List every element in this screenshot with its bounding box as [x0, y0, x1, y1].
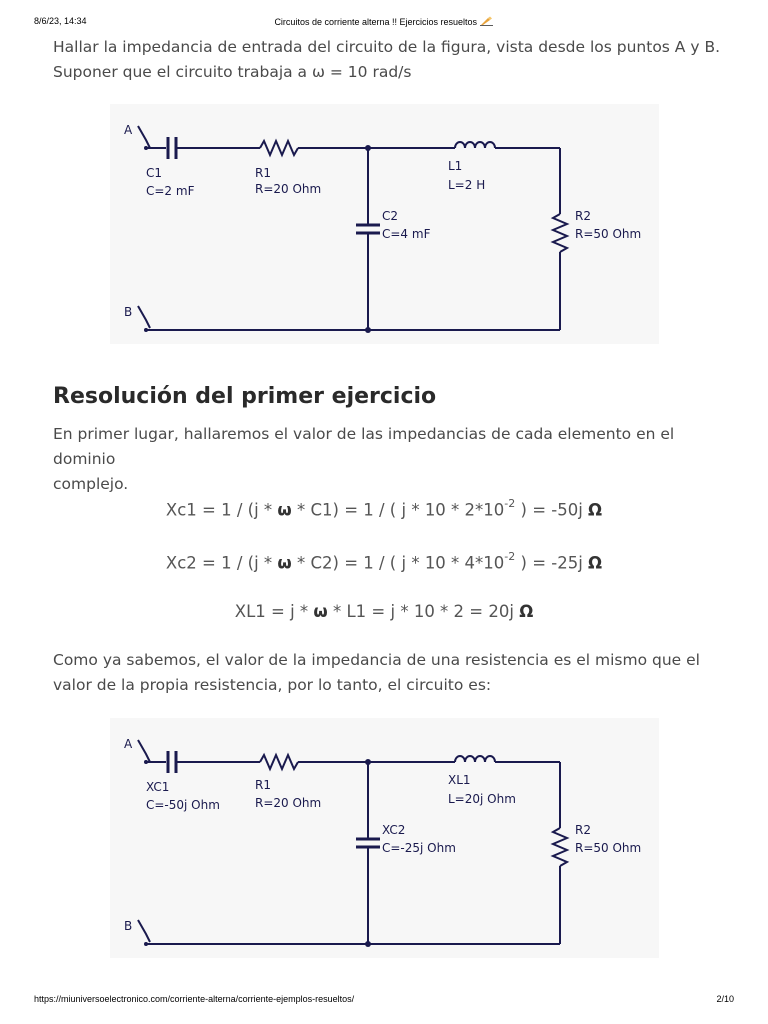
xc2-name: XC2 — [382, 823, 405, 837]
section-line-1: En primer lugar, hallaremos el valor de … — [53, 425, 675, 468]
circuit-diagram-1: A B C1 C=2 mF R1 R=20 Ohm L1 L=2 H C2 C=… — [124, 123, 641, 333]
omega-symbol: ω — [277, 553, 292, 573]
print-title: Circuitos de corriente alterna !! Ejerci… — [34, 16, 734, 27]
r1-value: R=20 Ohm — [255, 182, 321, 196]
formula-xl1-part-b: * L1 = j * 10 * 2 = 20j — [327, 602, 520, 621]
intro-line-2: Suponer que el circuito trabaja a ω = 10… — [53, 63, 412, 81]
xl1-name: XL1 — [448, 773, 471, 787]
xl1-value: L=20j Ohm — [448, 792, 516, 806]
c1-value: C=2 mF — [146, 184, 195, 198]
r1-name: R1 — [255, 166, 271, 180]
formula-xc1-part-c: ) = -50j — [515, 500, 589, 520]
r1-value: R=20 Ohm — [255, 796, 321, 810]
xc2-value: C=-25j Ohm — [382, 841, 456, 855]
xc1-name: XC1 — [146, 780, 169, 794]
circuit-figure-1: A B C1 C=2 mF R1 R=20 Ohm L1 L=2 H C2 C=… — [110, 104, 659, 344]
l1-value: L=2 H — [448, 178, 485, 192]
paragraph-2-line-1: Como ya sabemos, el valor de la impedanc… — [53, 651, 700, 669]
node-b-label: B — [124, 919, 132, 933]
formula-xc2-part-b: * C2) = 1 / ( j * 10 * 4*10 — [291, 553, 505, 573]
ohm-symbol: Ω — [588, 500, 603, 520]
formula-xc1: Xc1 = 1 / (j * ω * C1) = 1 / ( j * 10 * … — [0, 497, 768, 520]
r2-name: R2 — [575, 209, 591, 223]
page-url: https://miuniversoelectronico.com/corrie… — [34, 994, 355, 1004]
omega-symbol: ω — [277, 500, 292, 520]
omega-symbol: ω — [313, 602, 328, 621]
print-datetime: 8/6/23, 14:34 — [34, 16, 87, 26]
intro-line-1: Hallar la impedancia de entrada del circ… — [53, 38, 720, 56]
page-number: 2/10 — [716, 994, 734, 1004]
node-b-label: B — [124, 305, 132, 319]
formula-xc1-part-a: Xc1 = 1 / (j * — [165, 500, 278, 520]
node-a-label: A — [124, 737, 133, 751]
formula-xc2-exponent: -2 — [504, 550, 516, 563]
intro-paragraph: Hallar la impedancia de entrada del circ… — [53, 35, 733, 85]
ohm-symbol: Ω — [588, 553, 603, 573]
writing-hand-icon — [479, 16, 493, 26]
formula-xc1-part-b: * C1) = 1 / ( j * 10 * 2*10 — [291, 500, 505, 520]
r1-name: R1 — [255, 778, 271, 792]
node-a-label: A — [124, 123, 133, 137]
xc1-value: C=-50j Ohm — [146, 798, 220, 812]
l1-name: L1 — [448, 159, 462, 173]
formula-xl1: XL1 = j * ω * L1 = j * 10 * 2 = 20j Ω — [0, 602, 768, 621]
c1-name: C1 — [146, 166, 162, 180]
ohm-symbol: Ω — [519, 602, 534, 621]
section-line-2: complejo. — [53, 475, 129, 493]
section-heading: Resolución del primer ejercicio — [53, 384, 437, 409]
print-title-text: Circuitos de corriente alterna !! Ejerci… — [274, 17, 478, 27]
paragraph-2: Como ya sabemos, el valor de la impedanc… — [53, 648, 733, 698]
formula-xc2-part-a: Xc2 = 1 / (j * — [165, 553, 278, 573]
print-footer: https://miuniversoelectronico.com/corrie… — [34, 994, 734, 1008]
formula-xc1-exponent: -2 — [504, 497, 516, 510]
circuit-diagram-2: A B XC1 C=-50j Ohm R1 R=20 Ohm XL1 L=20j… — [124, 737, 641, 947]
formula-xc2: Xc2 = 1 / (j * ω * C2) = 1 / ( j * 10 * … — [0, 550, 768, 573]
r2-value: R=50 Ohm — [575, 841, 641, 855]
c2-value: C=4 mF — [382, 227, 431, 241]
formula-xl1-part-a: XL1 = j * — [234, 602, 314, 621]
formula-xc2-part-c: ) = -25j — [515, 553, 589, 573]
section-paragraph: En primer lugar, hallaremos el valor de … — [53, 422, 733, 497]
print-header: 8/6/23, 14:34 Circuitos de corriente alt… — [34, 16, 734, 30]
paragraph-2-line-2: valor de la propia resistencia, por lo t… — [53, 676, 492, 694]
r2-name: R2 — [575, 823, 591, 837]
circuit-figure-2: A B XC1 C=-50j Ohm R1 R=20 Ohm XL1 L=20j… — [110, 718, 659, 958]
c2-name: C2 — [382, 209, 398, 223]
r2-value: R=50 Ohm — [575, 227, 641, 241]
